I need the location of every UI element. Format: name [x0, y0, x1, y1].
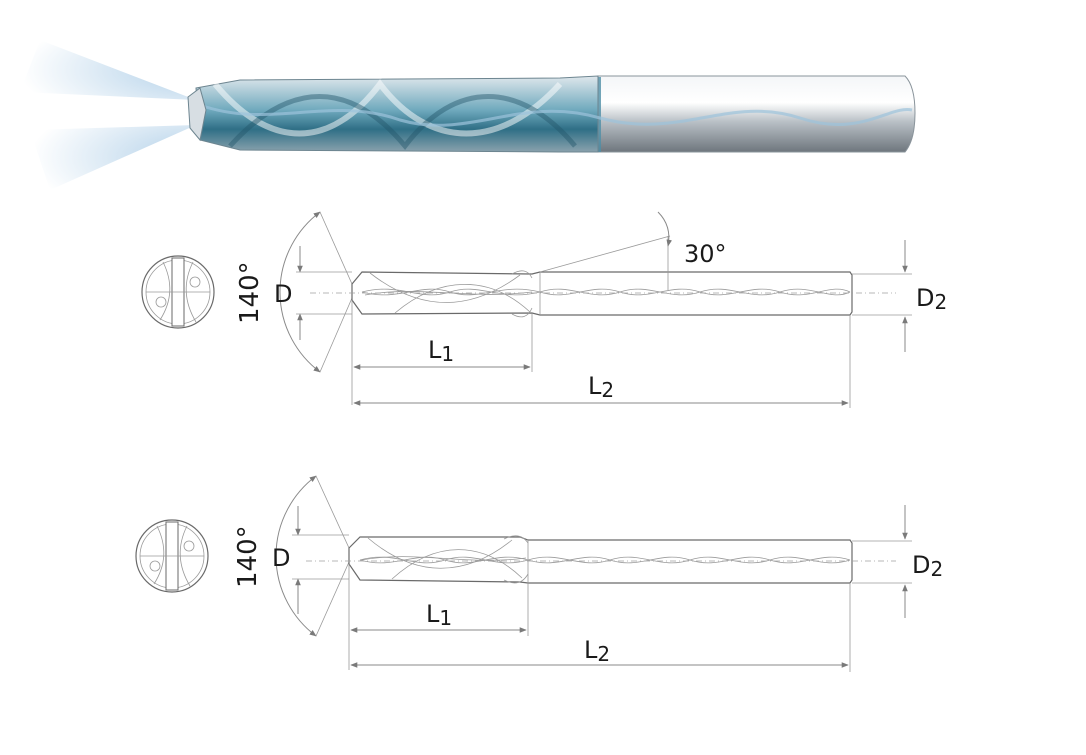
end-view-2: [135, 519, 209, 593]
point-angle-arc-2: [275, 475, 317, 637]
drill-body-1: [351, 271, 853, 316]
point-angle-arc-1: [279, 211, 321, 373]
diameter-label-1: D: [274, 280, 292, 308]
coolant-channel-wave: [199, 103, 913, 127]
drill-tip: [187, 87, 207, 142]
coolant-spray-upper: [20, 40, 196, 100]
point-angle-label-2: 140°: [233, 525, 263, 588]
helix-angle-label: 30°: [684, 240, 727, 268]
diagram-1: 140° D 30° D2 L1 L2: [141, 211, 947, 408]
helix-angle-arc: [657, 211, 672, 247]
end-view-1: [141, 255, 215, 329]
flute-twist-2: [228, 94, 577, 151]
shank-diameter-label-2: D2: [912, 551, 943, 581]
flute-length-label-2: L1: [426, 600, 452, 630]
point-angle-label-1: 140°: [235, 261, 265, 324]
coolant-spray-lower: [30, 125, 196, 190]
overall-length-label-2: L2: [584, 636, 610, 666]
drill-render: [20, 40, 916, 190]
diagram-2: 140° D D2 L1 L2: [135, 475, 943, 672]
diameter-label-2: D: [272, 544, 290, 572]
flute-twist-1: [212, 79, 563, 137]
drill-shank: [597, 75, 916, 153]
shank-diameter-label-1: D2: [916, 284, 947, 314]
overall-length-label-1: L2: [588, 372, 614, 402]
flute-length-label-1: L1: [428, 336, 454, 366]
drill-body-2: [348, 536, 853, 584]
